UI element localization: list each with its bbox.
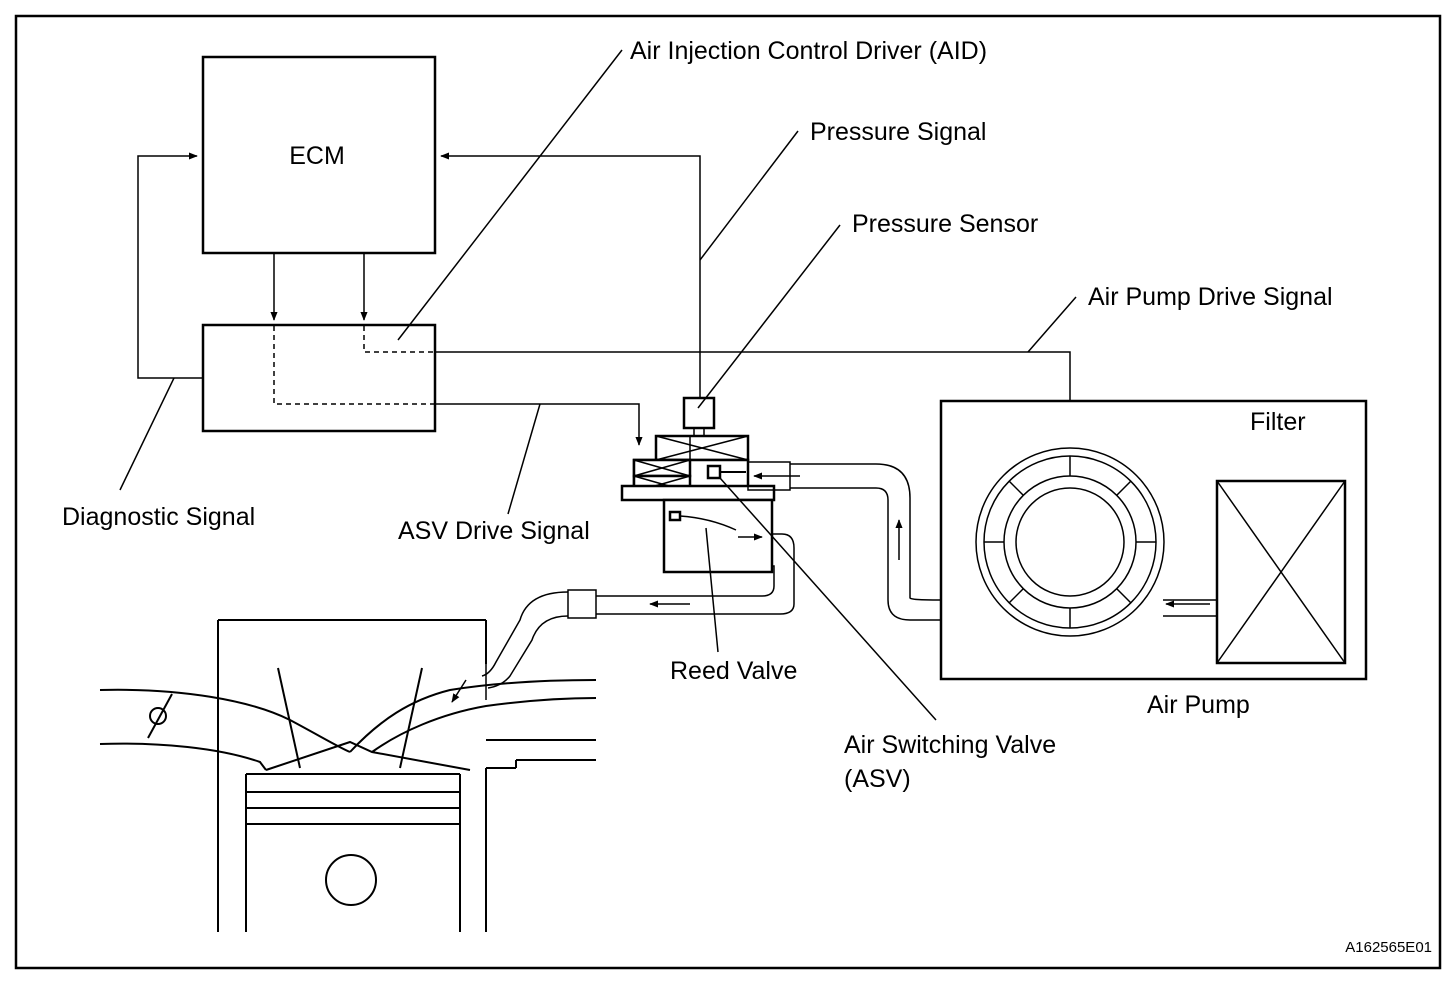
air-pump-label: Air Pump	[1147, 691, 1250, 719]
pressure-sensor-label: Pressure Sensor	[852, 210, 1038, 238]
figure-frame	[14, 14, 1442, 970]
filter-label: Filter	[1250, 408, 1306, 436]
air-pump-drive-leader	[1027, 296, 1077, 353]
pressure-signal-line	[440, 152, 701, 398]
diagnostic-signal-label: Diagnostic Signal	[62, 503, 255, 531]
pressure-signal-leader	[699, 130, 799, 261]
air-pump-assembly	[939, 399, 1368, 681]
asv-drive-leader	[507, 403, 541, 515]
diagnostic-signal-line	[137, 152, 203, 379]
aid-block	[201, 323, 437, 433]
aid-label: Air Injection Control Driver (AID)	[630, 37, 987, 65]
pump-outlet-pipe	[747, 461, 941, 621]
pressure-sensor	[682, 396, 716, 430]
reed-valve-label: Reed Valve	[670, 657, 797, 685]
pressure-sensor-leader	[697, 224, 841, 409]
aid-internal-path-pump	[363, 326, 435, 353]
asv-outlet-pipe	[451, 533, 795, 703]
asv-label-line1: Air Switching Valve	[844, 731, 1056, 759]
ecm-label: ECM	[289, 142, 345, 170]
ecm-block: ECM	[201, 55, 437, 255]
diagnostic-signal-leader	[119, 377, 175, 491]
engine-cylinder	[99, 619, 597, 932]
asv-drive-signal-line	[435, 403, 643, 446]
pressure-signal-label: Pressure Signal	[810, 118, 986, 146]
asv-label-line2: (ASV)	[844, 765, 911, 793]
asv-drive-signal-label: ASV Drive Signal	[398, 517, 590, 545]
asv-leader	[719, 477, 937, 721]
aid-leader	[397, 49, 623, 341]
figure-code: A162565E01	[1345, 939, 1432, 956]
air-pump-drive-signal-label: Air Pump Drive Signal	[1088, 283, 1333, 311]
air-switching-valve	[620, 434, 776, 574]
reed-valve-leader	[705, 527, 719, 653]
